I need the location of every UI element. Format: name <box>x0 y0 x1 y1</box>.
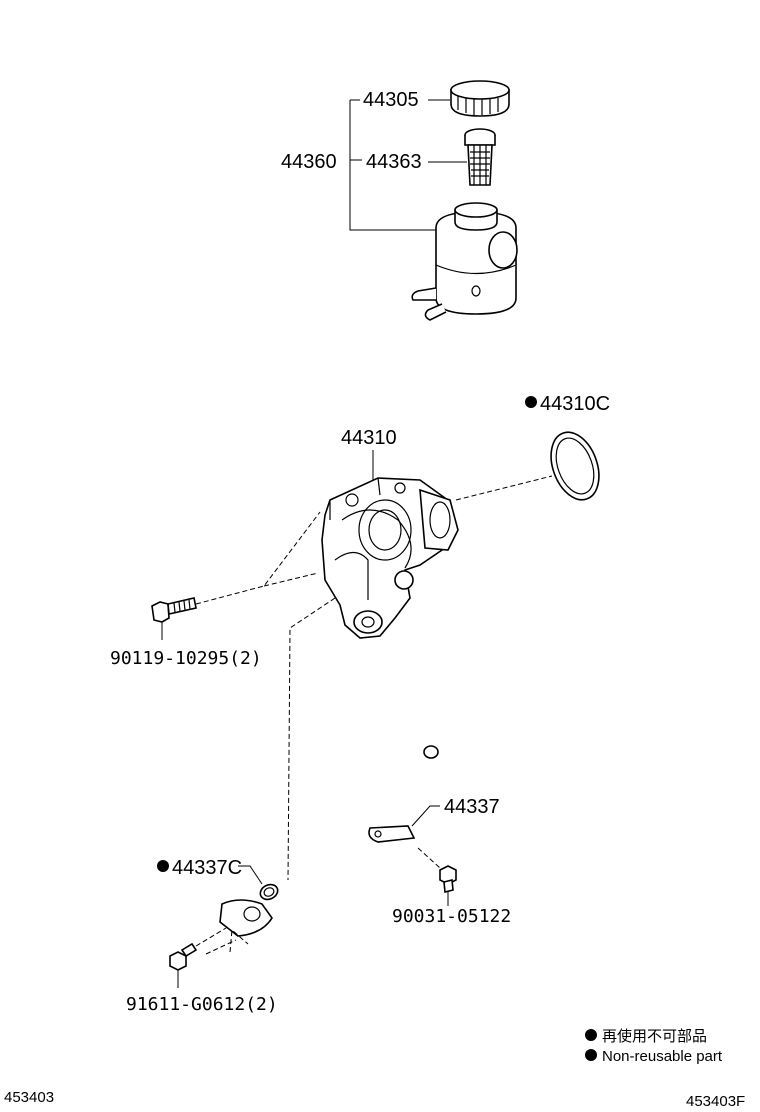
label-cap: 44305 <box>363 89 419 111</box>
label-pump-assy: 44310 <box>341 427 397 449</box>
reservoir-cap <box>450 80 510 117</box>
pump-oring <box>550 431 600 501</box>
label-pipe-bolt-lower: 91611-G0612(2) <box>126 994 278 1015</box>
label-oring-pipe: 44337C <box>172 857 242 879</box>
label-oring-pump: 44310C <box>540 393 610 415</box>
footer-right-code: 453403F <box>686 1093 745 1110</box>
pressure-pipe <box>219 745 439 954</box>
label-pump-bolt: 90119-10295(2) <box>110 648 262 669</box>
label-strainer: 44363 <box>366 151 422 173</box>
footer-left-code: 453403 <box>4 1089 54 1106</box>
reservoir-tank <box>411 202 518 321</box>
reservoir-bracket-line <box>349 100 440 231</box>
reservoir-strainer <box>464 128 496 186</box>
pipe-oring <box>259 883 279 901</box>
pipe-bolt-upper <box>439 865 457 894</box>
legend-bullet-en <box>585 1049 597 1061</box>
legend-non-reusable-jp: 再使用不可部品 <box>602 1028 707 1045</box>
legend-bullet-jp <box>585 1029 597 1041</box>
pump-bolt <box>151 597 197 623</box>
non-reusable-mark-oring-pipe <box>157 860 169 872</box>
non-reusable-mark-oring-pump <box>525 396 537 408</box>
label-pipe-bolt-upper: 90031-05122 <box>392 906 511 927</box>
pipe-bolt-lower <box>169 942 198 971</box>
legend-non-reusable-en: Non-reusable part <box>602 1048 723 1065</box>
power-steering-pump <box>321 477 459 639</box>
label-reservoir-assy: 44360 <box>281 151 337 173</box>
label-pipe: 44337 <box>444 796 500 818</box>
